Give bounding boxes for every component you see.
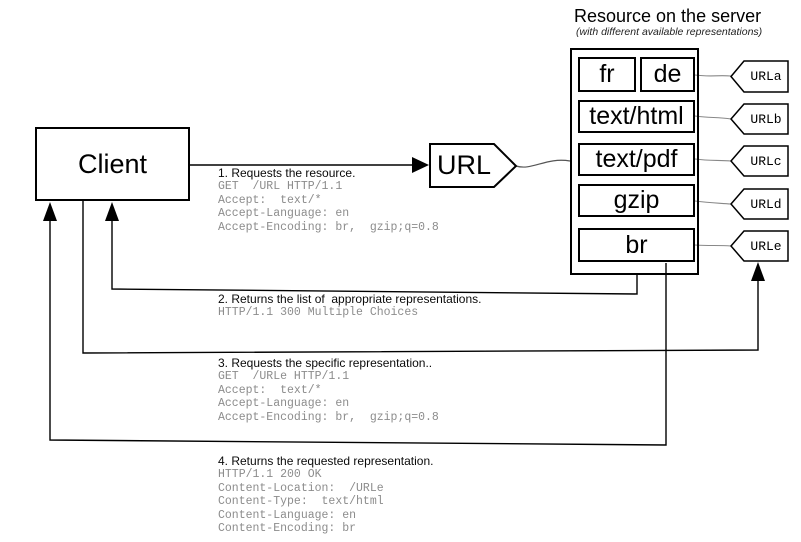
step-3-heading: 3. Requests the specific representation.… bbox=[218, 356, 433, 370]
arrowhead-step2 bbox=[105, 202, 119, 221]
http-line: GET /URL HTTP/1.1 bbox=[218, 180, 343, 193]
connector-textpdf-urlc bbox=[694, 158, 732, 162]
url-tag-shape-urlc bbox=[730, 145, 789, 177]
representation-box-br: br bbox=[578, 228, 695, 262]
url-tag-urle: URLe bbox=[750, 238, 782, 254]
representation-label: br bbox=[625, 230, 648, 259]
representation-box-fr: fr bbox=[578, 57, 636, 92]
flow-line-step4 bbox=[49, 218, 667, 446]
url-node-label: URL bbox=[436, 150, 491, 180]
http-line: Accept: text/* bbox=[218, 383, 322, 397]
url-tag-shape-urld bbox=[730, 188, 789, 220]
http-line: HTTP/1.1 200 OK bbox=[218, 468, 322, 481]
representation-box-gzip: gzip bbox=[578, 184, 695, 217]
url-tag-urla: URLa bbox=[750, 68, 782, 84]
http-line: Accept-Encoding: br, gzip;q=0.8 bbox=[218, 410, 439, 424]
flow-line-step2 bbox=[111, 218, 638, 295]
client-label: Client bbox=[77, 148, 148, 179]
server-subtitle: (with different available representation… bbox=[576, 26, 763, 38]
http-line: HTTP/1.1 300 Multiple Choices bbox=[218, 306, 419, 319]
server-box bbox=[570, 48, 699, 275]
url-tag-shape-urlb bbox=[730, 103, 789, 135]
representation-label: gzip bbox=[613, 186, 660, 214]
url-to-server-connector bbox=[515, 159, 571, 168]
arrowhead-step1 bbox=[412, 157, 429, 173]
step-1-heading: 1. Requests the resource. bbox=[218, 166, 356, 180]
representation-box-de: de bbox=[640, 57, 695, 92]
http-line: Accept-Encoding: br, gzip;q=0.8 bbox=[218, 220, 439, 234]
connector-de-urla bbox=[694, 74, 732, 77]
connector-gzip-urld bbox=[694, 200, 732, 205]
arrowhead-step4 bbox=[43, 202, 57, 221]
representation-label: text/html bbox=[589, 102, 684, 130]
client-box: Client bbox=[35, 127, 190, 201]
step-1-annotation: 1. Requests the resource. GET /URL HTTP/… bbox=[218, 166, 439, 234]
http-line: Accept: text/* bbox=[218, 193, 322, 207]
url-tag-urlb: URLb bbox=[750, 111, 782, 127]
server-title: Resource on the server bbox=[574, 6, 762, 26]
representation-label: de bbox=[653, 60, 682, 88]
step-4-heading: 4. Returns the requested representation. bbox=[218, 454, 434, 468]
step-4-annotation: 4. Returns the requested representation.… bbox=[218, 454, 433, 536]
url-node-shape bbox=[429, 143, 518, 188]
step-3-annotation: 3. Requests the specific representation.… bbox=[218, 356, 439, 424]
url-tag-shape-urle bbox=[730, 230, 789, 262]
url-tag-urld: URLd bbox=[750, 196, 782, 212]
http-line: Content-Encoding: br bbox=[218, 522, 357, 535]
step-2-annotation: 2. Returns the list of appropriate repre… bbox=[218, 292, 481, 320]
url-tag-shape-urla bbox=[730, 60, 789, 93]
representation-label: fr bbox=[599, 60, 615, 88]
representation-label: text/pdf bbox=[595, 145, 678, 173]
http-line: Accept-Language: en bbox=[218, 207, 350, 220]
connector-texthtml-urlb bbox=[694, 115, 732, 120]
representation-box-textpdf: text/pdf bbox=[578, 143, 695, 176]
representation-box-texthtml: text/html bbox=[578, 100, 695, 133]
connector-br-urle bbox=[694, 244, 732, 247]
step-2-heading: 2. Returns the list of appropriate repre… bbox=[218, 292, 482, 306]
http-line: Content-Location: /URLe bbox=[218, 481, 384, 495]
http-line: Content-Type: text/html bbox=[218, 495, 384, 508]
http-line: Accept-Language: en bbox=[218, 397, 350, 410]
url-tag-urlc: URLc bbox=[750, 153, 782, 169]
http-line: Content-Language: en bbox=[218, 508, 357, 522]
flow-line-step3 bbox=[82, 201, 759, 354]
http-line: GET /URLe HTTP/1.1 bbox=[218, 370, 350, 383]
arrowhead-step3 bbox=[751, 262, 765, 281]
